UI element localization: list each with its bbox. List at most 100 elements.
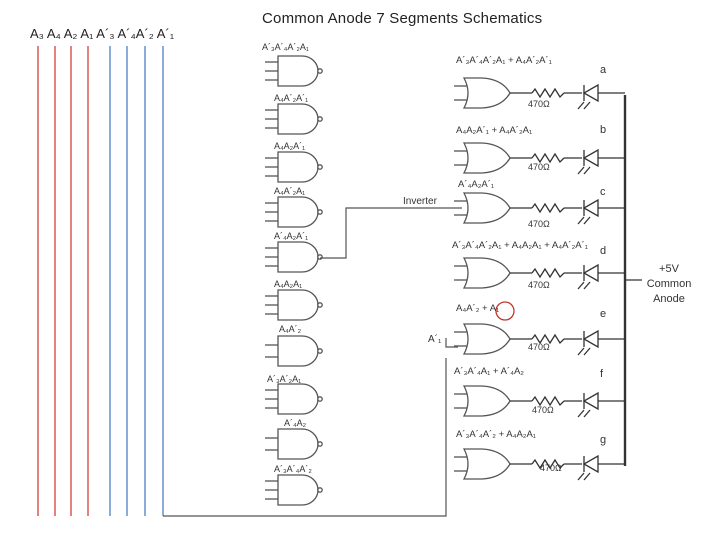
led-diode	[582, 454, 599, 474]
segment-e-letter: e	[600, 308, 607, 320]
resistor	[531, 458, 565, 470]
led-light-arrow	[577, 347, 585, 356]
and-gate	[277, 289, 319, 321]
input-variable-header: A₃ A₄ A₂ A₁ A´₃ A´₄A´₂ A´₁	[30, 26, 175, 41]
led-diode	[582, 148, 599, 168]
supply-line-2: Anode	[653, 293, 685, 305]
inverter-output-wire	[445, 338, 458, 348]
and-gate	[277, 383, 319, 415]
left-gate-label: A₄A₂A´₁	[274, 141, 306, 151]
left-gate-label: A₄A₂A₁	[274, 279, 303, 289]
gate-output-node	[317, 441, 323, 447]
left-gate-label: A´₃A´₄A´₂A₁	[262, 42, 309, 52]
segment-c-resistor-label: 470Ω	[528, 219, 550, 229]
resistor	[531, 87, 565, 99]
and-gate	[277, 55, 319, 87]
led-diode	[582, 329, 599, 349]
resistor	[531, 152, 565, 164]
inverter-wire	[320, 207, 462, 259]
gate-output-node	[317, 348, 323, 354]
gate-output-node	[317, 487, 323, 493]
led-light-arrow	[577, 472, 585, 481]
and-gate	[277, 103, 319, 135]
and-gate	[277, 474, 319, 506]
segment-f-resistor-label: 470Ω	[532, 405, 554, 415]
left-and-gates	[265, 55, 323, 506]
supply-line-1: Common	[646, 278, 692, 290]
or-gate	[462, 448, 511, 480]
segment-b-letter: b	[600, 124, 607, 136]
gate-output-node	[317, 68, 323, 74]
segment-f-letter: f	[600, 368, 604, 380]
segment-e-resistor-label: 470Ω	[528, 342, 550, 352]
segment-g-resistor-label: 470Ω	[540, 463, 562, 473]
segment-a-letter: a	[600, 64, 607, 76]
gate-output-node	[317, 116, 323, 122]
resistor	[531, 333, 565, 345]
input-bus-lines	[37, 46, 164, 516]
page-title: Common Anode 7 Segments Schematics	[262, 10, 543, 27]
segment-d-expression: A´₃A´₄A´₂A₁ + A₄A₂A₁ + A₄A´₂A´₁	[452, 240, 588, 251]
or-gate	[462, 323, 511, 355]
and-gate	[277, 335, 319, 367]
segment-d-resistor-label: 470Ω	[528, 280, 550, 290]
segment-c-expression: A´₄A₂A´₁	[458, 179, 495, 190]
left-gate-label: A₄A´₂	[279, 324, 302, 334]
led-diode	[582, 263, 599, 283]
led-diode	[582, 83, 599, 103]
inverter-wiring	[163, 207, 462, 517]
left-gate-label: A´₃A´₄A´₂	[274, 464, 312, 474]
left-gate-label: A´₄A₂A´₁	[274, 231, 309, 241]
or-gate	[462, 142, 511, 174]
gate-output-node	[317, 164, 323, 170]
segment-b-resistor-label: 470Ω	[528, 162, 550, 172]
left-gate-label: A´₃A´₂A₁	[267, 374, 302, 384]
led-light-arrow	[583, 166, 591, 175]
and-gate	[277, 241, 319, 273]
and-gate	[277, 151, 319, 183]
gate-output-node	[317, 396, 323, 402]
led-light-arrow	[583, 101, 591, 110]
led-light-arrow	[583, 409, 591, 418]
segment-f-expression: A´₃A´₄A₁ + A´₄A₂	[454, 366, 524, 377]
right-gates	[454, 77, 511, 480]
segment-g-expression: A´₃A´₄A´₂ + A₄A₂A₁	[456, 429, 537, 440]
led-light-arrow	[577, 101, 585, 110]
inverter-output-label: A´₁	[428, 334, 442, 345]
or-gate	[462, 192, 511, 224]
inverter-label: Inverter	[403, 196, 437, 207]
led-light-arrow	[583, 472, 591, 481]
segment-d-letter: d	[600, 245, 607, 257]
led-light-arrow	[583, 347, 591, 356]
and-gate	[277, 196, 319, 228]
segment-c-letter: c	[600, 186, 606, 198]
led-diode	[582, 198, 599, 218]
or-gate	[462, 257, 511, 289]
inverter-input-wire	[163, 358, 447, 517]
resistor	[531, 395, 565, 407]
output-circuits	[495, 83, 642, 481]
led-light-arrow	[577, 166, 585, 175]
left-gate-label: A₄A´₂A´₁	[274, 93, 309, 103]
or-gate	[462, 385, 511, 417]
segment-g-letter: g	[600, 434, 607, 446]
left-gate-label: A´₄A₂	[284, 418, 307, 428]
highlight-circle	[495, 301, 515, 321]
led-diode	[582, 391, 599, 411]
led-light-arrow	[583, 281, 591, 290]
led-light-arrow	[577, 281, 585, 290]
segment-b-expression: A₄A₂A´₁ + A₄A´₂A₁	[456, 125, 533, 136]
segment-e-expression: A₄A´₂ + A₁	[456, 303, 500, 314]
resistor	[531, 267, 565, 279]
and-gate	[277, 428, 319, 460]
led-light-arrow	[577, 216, 585, 225]
segment-a-resistor-label: 470Ω	[528, 99, 550, 109]
segment-a-expression: A´₃A´₄A´₂A₁ + A₄A´₂A´₁	[456, 55, 552, 66]
supply-voltage: +5V	[659, 263, 679, 275]
supply-label: +5V Common Anode	[644, 262, 694, 307]
or-gate	[462, 77, 511, 109]
led-light-arrow	[583, 216, 591, 225]
resistor	[531, 202, 565, 214]
gate-output-node	[317, 209, 323, 215]
